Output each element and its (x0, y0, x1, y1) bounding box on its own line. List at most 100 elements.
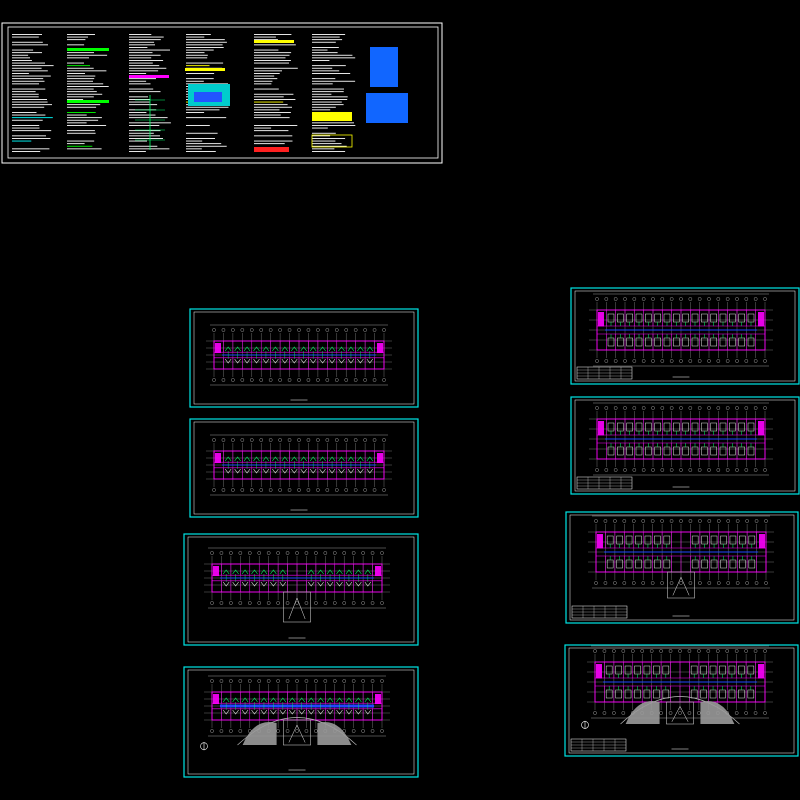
plan-right-3 (565, 511, 799, 624)
axis-bubble (651, 297, 655, 301)
axis-bubble (668, 711, 673, 715)
notes-text-line (12, 127, 40, 129)
notes-text-line (67, 112, 96, 113)
radiator-symbol (224, 358, 232, 364)
notes-text-line (129, 91, 161, 93)
notes-text-line (12, 70, 48, 72)
notes-text-line (186, 140, 203, 142)
sheet-inner-frame (568, 647, 795, 754)
notes-text-line (186, 151, 216, 152)
axis-bubble (725, 468, 730, 472)
notes-text-line (67, 65, 90, 67)
notes-text-line (67, 44, 85, 46)
axis-bubble (304, 551, 309, 555)
notes-text-line (254, 125, 298, 126)
axis-bubble (651, 468, 655, 472)
notes-text-line (312, 91, 344, 93)
notes-text-line (312, 96, 348, 98)
axis-bubble (595, 406, 599, 410)
stair-block-right (377, 343, 383, 354)
notes-text-line (254, 114, 281, 116)
plan-left-2 (189, 418, 419, 518)
axis-bubble (285, 551, 290, 555)
axis-bubble (716, 406, 721, 410)
sheet-outer-frame (564, 644, 799, 757)
radiator-symbol (326, 697, 334, 703)
radiator-symbol (345, 709, 353, 715)
notes-text-line (312, 41, 336, 43)
axis-bubble (697, 649, 701, 653)
radiator-symbol (234, 346, 241, 352)
axis-bubble (229, 601, 233, 605)
notes-text-line (129, 132, 154, 134)
axis-bubble (247, 679, 252, 683)
axis-bubble (602, 649, 607, 653)
notes-text-line (129, 52, 153, 54)
axis-bubble (763, 297, 767, 301)
axis-bubble (651, 406, 655, 410)
axis-bubble (679, 359, 683, 363)
axis-bubble (219, 729, 224, 733)
notes-text-line (67, 86, 109, 87)
axis-bubble (380, 679, 384, 683)
radiator-symbol (300, 456, 307, 462)
notes-text-line (254, 75, 275, 77)
stair-arrow (296, 724, 306, 743)
notes-text-line (186, 145, 227, 147)
axis-bubble (229, 679, 233, 683)
notes-text-line (254, 73, 280, 74)
axis-bubble (363, 488, 367, 492)
axis-bubble (297, 378, 301, 382)
axis-bubble (363, 378, 367, 382)
notes-text-line (129, 54, 161, 56)
axis-bubble (630, 649, 635, 653)
stair-block-left (215, 453, 221, 464)
axis-bubble (687, 649, 692, 653)
notes-text-line (254, 78, 278, 80)
axis-bubble (304, 679, 309, 683)
axis-bubble (697, 359, 702, 363)
axis-bubble (698, 519, 702, 523)
radiator-symbol (307, 581, 315, 587)
radiator-symbol (307, 709, 315, 715)
axis-bubble (668, 649, 673, 653)
notes-text-line (12, 96, 39, 98)
notes-text-line (12, 78, 44, 80)
radiator-symbol (232, 709, 239, 715)
radiator-symbol (253, 346, 260, 352)
notes-text-line (129, 125, 160, 126)
notes-text-line (186, 44, 223, 46)
axis-bubble (361, 601, 365, 605)
radiator-symbol (279, 581, 287, 587)
notes-yellow-highlight-1 (312, 112, 352, 121)
stair-arrow (288, 597, 298, 620)
notes-text-line (186, 106, 229, 108)
plan-right-4 (564, 644, 799, 757)
notes-text-line (12, 83, 39, 85)
radiator-symbol (300, 358, 307, 364)
axis-bubble (323, 551, 328, 555)
notes-text-line (312, 125, 356, 126)
axis-bubble (716, 359, 721, 363)
notes-text-line (129, 138, 163, 139)
radiator-symbol (345, 581, 353, 587)
sheet-outer-frame (189, 418, 419, 518)
axis-bubble (323, 601, 328, 605)
axis-bubble (325, 328, 330, 332)
axis-bubble (276, 679, 280, 683)
axis-bubble (231, 488, 235, 492)
stair-block-left (598, 421, 604, 436)
axis-bubble (332, 601, 337, 605)
axis-bubble (735, 519, 740, 523)
stair-arrow (672, 577, 682, 596)
stair-arrow (288, 724, 298, 743)
notes-text-line (67, 114, 87, 116)
notes-text-line (12, 130, 52, 132)
notes-text-line (67, 52, 94, 54)
notes-text-line (129, 112, 147, 113)
radiator-symbol (262, 358, 270, 364)
notes-text-line (186, 62, 224, 64)
axis-bubble (763, 406, 767, 410)
radiator-symbol (355, 697, 362, 703)
notes-text-line (312, 109, 331, 111)
